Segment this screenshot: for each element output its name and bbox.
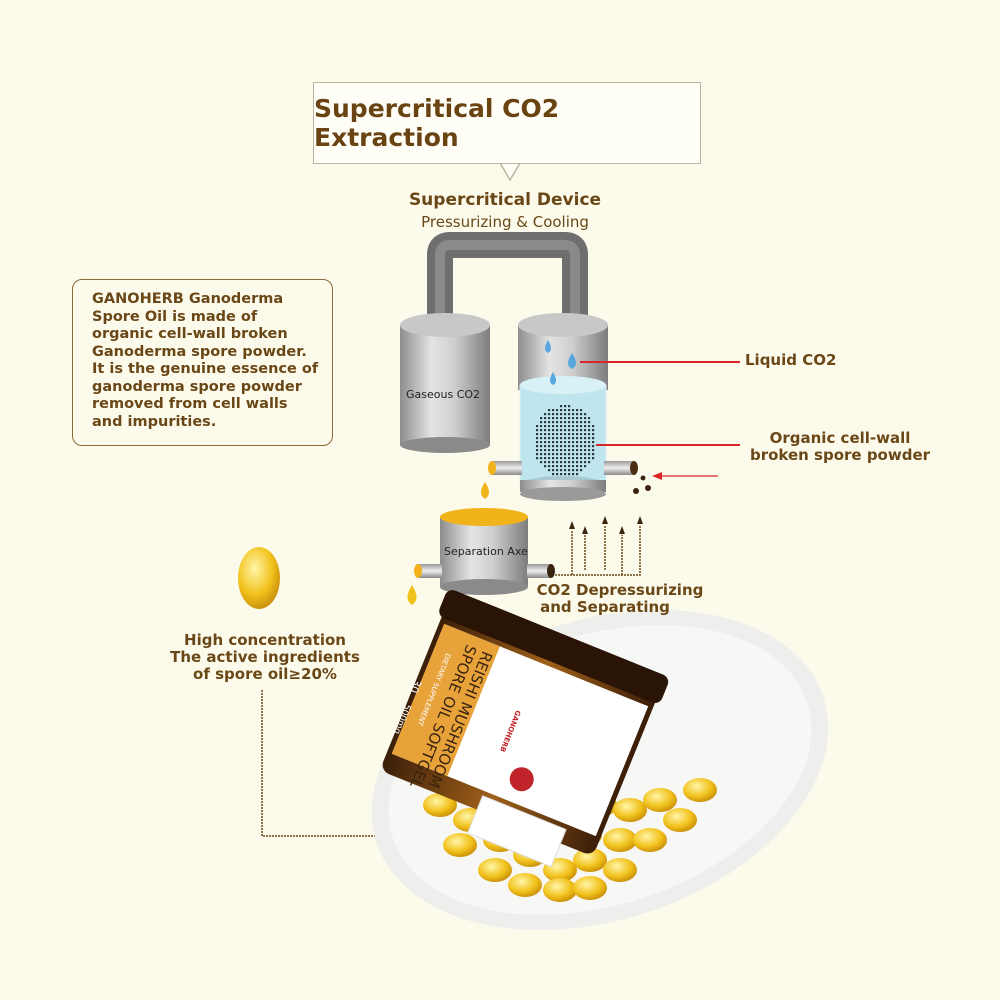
liquid-co2-label: Liquid CO2 <box>745 351 837 369</box>
softgel <box>683 778 717 802</box>
liquid-co2-drops-icon <box>545 340 576 385</box>
separation-label: Separation Axe <box>444 545 528 558</box>
oil-outlet-pipe <box>492 461 522 475</box>
spore-powder-label-1: Organic cell-wall <box>769 429 911 447</box>
device-title: Supercritical Device <box>408 190 602 210</box>
oil-drop-icon <box>407 585 417 605</box>
softgel <box>543 878 577 902</box>
pointer-lines <box>580 361 740 477</box>
softgel <box>573 876 607 900</box>
device-subtitle: Pressurizing & Cooling <box>421 213 589 231</box>
oil-drop-icon <box>481 482 489 499</box>
powder-inlet-pipe <box>604 461 634 475</box>
connector-line <box>261 690 420 837</box>
concentration-label-1: High concentration <box>184 631 346 649</box>
spore-powder-label-2: broken spore powder <box>749 446 931 464</box>
softgel <box>643 788 677 812</box>
concentration-label-2: The active ingredients <box>170 648 360 666</box>
spore-powder-particles-icon <box>633 475 651 494</box>
title-pointer <box>498 162 522 182</box>
gaseous-co2-tank <box>400 313 490 453</box>
product-jar <box>382 590 669 868</box>
page-title: Supercritical CO2 Extraction <box>313 82 701 164</box>
spore-powder-grid-icon <box>536 405 595 476</box>
depressurizing-label-2: and Separating <box>540 598 670 616</box>
softgel <box>443 833 477 857</box>
softgel <box>613 798 647 822</box>
softgel <box>478 858 512 882</box>
description-box: GANOHERB Ganoderma Spore Oil is made of … <box>72 279 333 446</box>
inlet-arrow-head <box>652 472 662 480</box>
separation-tank <box>414 508 555 595</box>
extraction-tank <box>518 313 608 501</box>
softgel <box>633 828 667 852</box>
depressurizing-label-1: CO2 Depressurizing <box>536 581 704 599</box>
softgel <box>573 848 607 872</box>
softgel <box>603 828 637 852</box>
softgel <box>423 793 457 817</box>
softgel <box>603 858 637 882</box>
softgel <box>508 873 542 897</box>
concentration-label-3: of spore oil≥20% <box>193 665 337 683</box>
softgel-icon <box>238 547 280 609</box>
u-pipe <box>427 232 588 325</box>
gaseous-co2-label: Gaseous CO2 <box>406 388 481 401</box>
depressurizing-arrows <box>555 525 641 576</box>
softgel <box>663 808 697 832</box>
